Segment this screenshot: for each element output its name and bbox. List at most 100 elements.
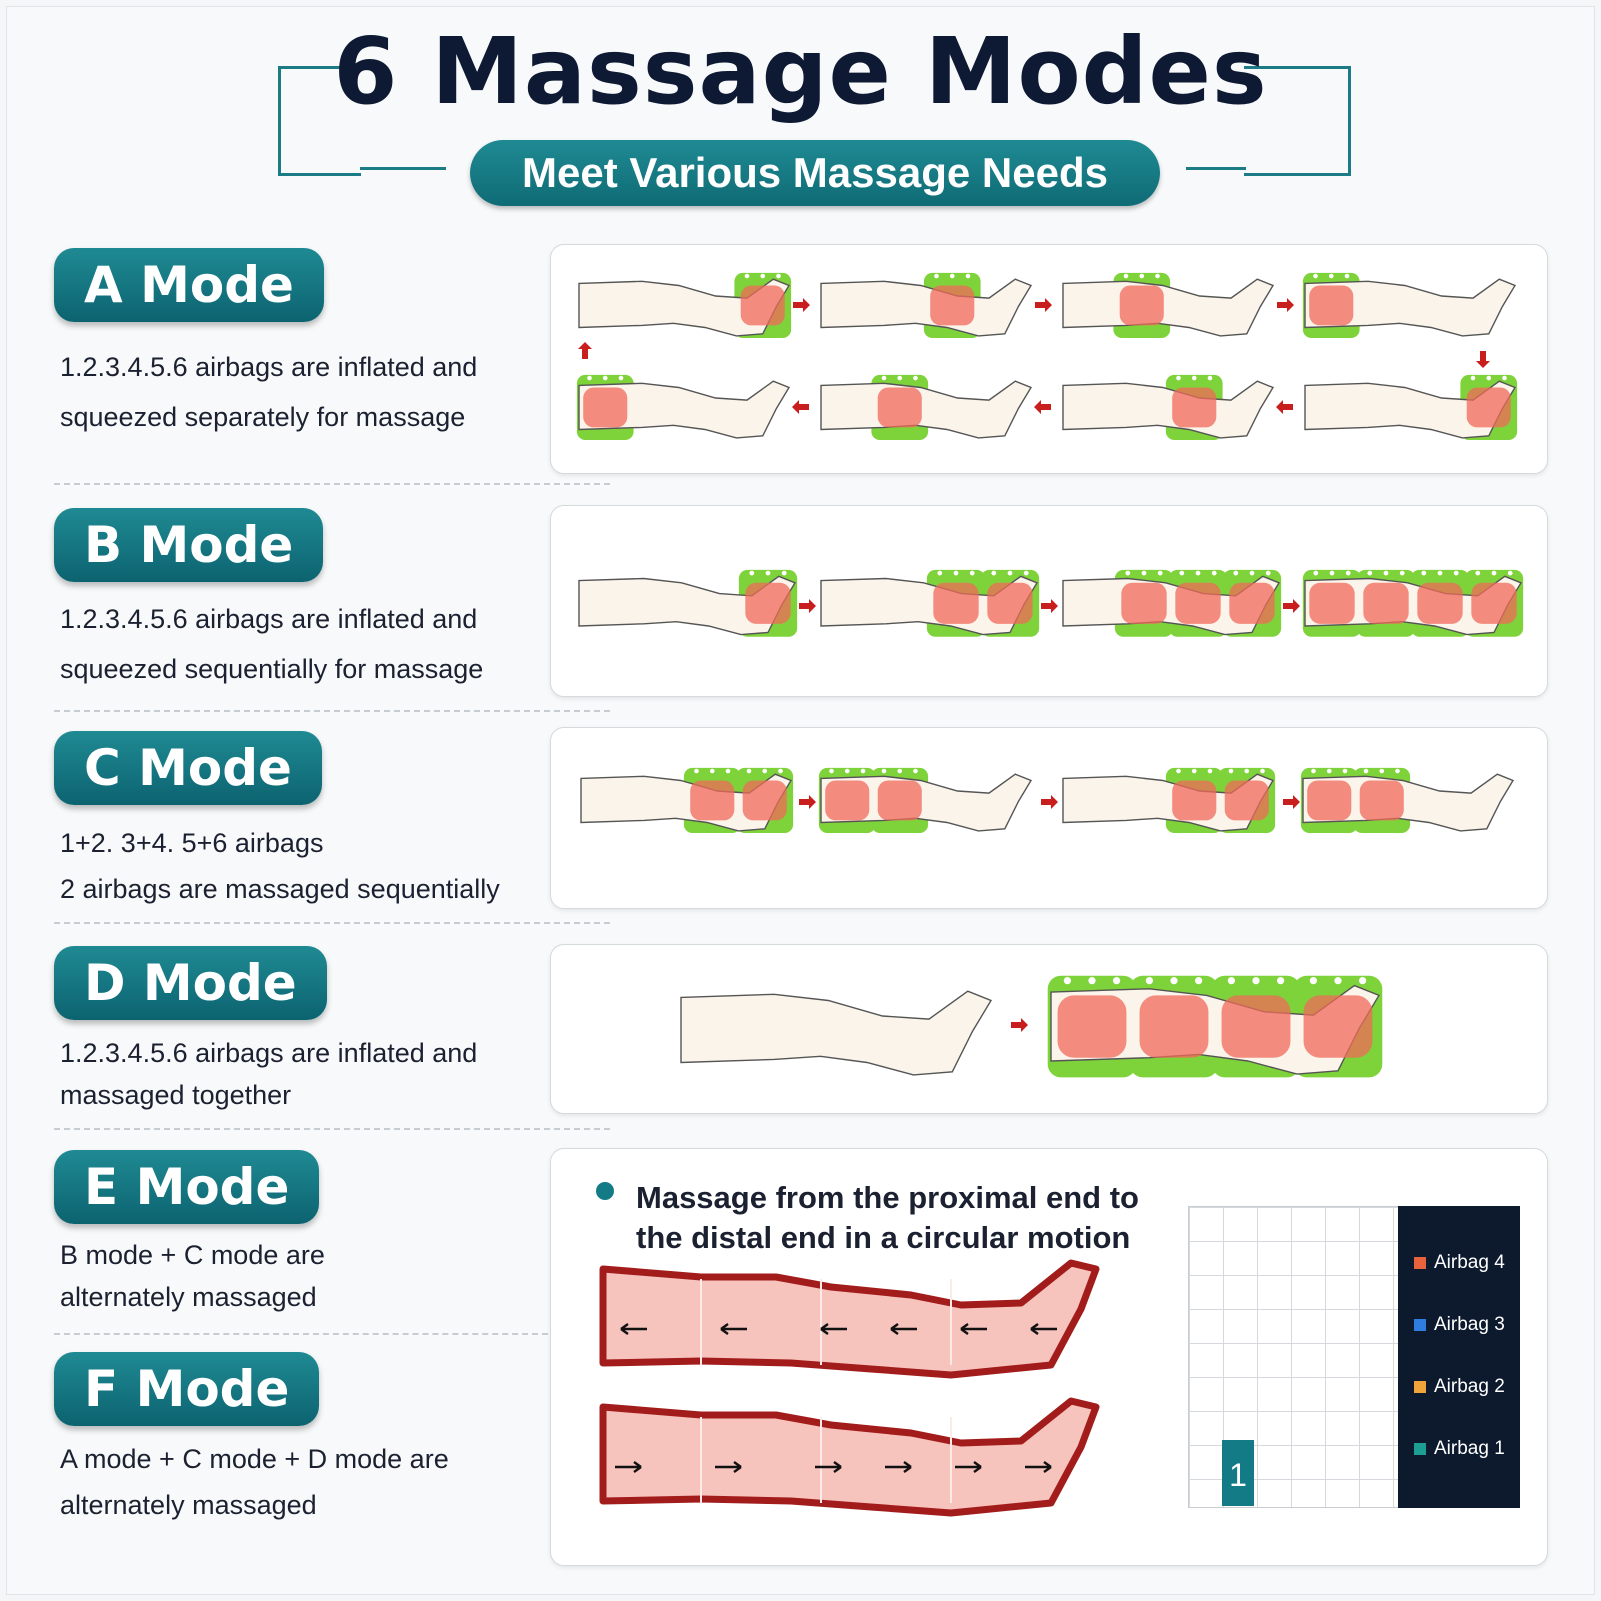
pressure-zone [1359,780,1404,821]
airbag-dot [1311,768,1316,774]
airbag-dot [1491,570,1497,576]
pressure-zone [1172,387,1217,428]
airbag-dot [778,768,783,774]
airbag-dot [1155,273,1160,279]
pressure-zone [1309,582,1355,624]
pressure-zone [690,780,735,821]
leg-a-top-0 [578,272,792,338]
sequence-arrow-icon [1283,795,1300,809]
pressure-zone [1309,285,1354,326]
airbag-dot [1252,977,1260,985]
mode-c-description: 1+2. 3+4. 5+6 airbags 2 airbags are mass… [60,820,500,912]
mode-a-description: 1.2.3.4.5.6 airbags are inflated and squ… [60,344,477,440]
legend-item-airbag-2: Airbag 2 [1414,1376,1505,1398]
pressure-zone [877,780,922,821]
airbag-dot [1207,768,1213,774]
mode-d-desc-line-2: massaged together [60,1080,292,1110]
flow-arrow-icon [885,1461,912,1473]
legend-item-airbag-3: Airbag 3 [1414,1314,1505,1336]
bullet-icon [596,1182,614,1200]
airbag-dot [749,570,755,576]
airbag-dot [881,375,887,381]
mode-e-desc-line-2: alternately massaged [60,1282,317,1312]
mode-c-diagram-panel [550,727,1548,909]
legend-swatch [1414,1318,1426,1331]
airbag-dot [1507,570,1513,576]
leg-b-2 [1062,569,1282,637]
airbag-dot [1470,375,1476,381]
sequence-arrow-icon [1283,599,1300,613]
airbag-dot [1211,570,1217,576]
flow-arrow-icon [815,1461,842,1473]
mode-f-description: A mode + C mode + D mode are alternately… [60,1436,449,1528]
pressure-zone [930,285,975,326]
sequence-arrow-icon [1276,400,1293,414]
mode-a-desc-line-2: squeezed separately for massage [60,402,466,432]
mode-b-desc-line-1: 1.2.3.4.5.6 airbags are inflated and [60,604,478,634]
sequence-arrow-icon [792,400,809,414]
legend-label: Airbag 1 [1434,1438,1505,1459]
airbag-dot [1227,977,1236,985]
mode-c-desc-line-2: 2 airbags are massaged sequentially [60,874,500,904]
airbag-dot [913,375,918,381]
airbag-dot [760,273,766,279]
leg-proximal-flow [599,1259,1100,1379]
airbag-dot [1379,768,1385,774]
leg-a-bottom-3 [1304,374,1518,440]
airbag-dot [618,375,624,381]
airbag-dot [1176,375,1181,381]
divider [54,1128,610,1130]
airbag-dot [1249,570,1255,576]
leg-a-bottom-1 [820,374,1033,440]
legend-swatch [1414,1256,1426,1269]
mode-f-desc-line-1: A mode + C mode + D mode are [60,1444,449,1474]
mode-d-desc-line-1: 1.2.3.4.5.6 airbags are inflated and [60,1038,478,1068]
mode-d-diagram-panel [550,944,1548,1114]
leg-b-0 [578,569,798,637]
mode-a-leg-diagram [576,272,1518,440]
airbag-dot [1207,375,1213,381]
mode-b-leg-diagram [578,569,1524,637]
sequence-arrow-icon [1476,351,1490,368]
airbag-dot [1334,977,1342,985]
leg-outline [680,990,993,1076]
flow-arrow-icon [820,1323,847,1335]
airbag-dot [1502,375,1507,381]
mode-e-description: B mode + C mode are alternately massaged [60,1232,325,1320]
airbag-dot [881,768,887,774]
mode-a-desc-line-1: 1.2.3.4.5.6 airbags are inflated and [60,352,478,382]
airbag-timing-bar: 1 [1222,1440,1254,1506]
airbag-dot [1345,570,1351,576]
airbag-dot [991,570,997,576]
airbag-dot [781,570,787,576]
leg-a-bottom-0 [576,374,791,440]
airbag-dot [1344,273,1350,279]
leg-a-bottom-2 [1062,374,1275,440]
header-bracket-left [278,66,361,176]
sequence-arrow-icon [799,599,816,613]
mode-e-label: E Mode [54,1150,320,1224]
leg-a-top-2 [1062,272,1275,338]
airbag-timing-grid [1188,1206,1400,1508]
leg-outline [599,1259,1100,1379]
pressure-zone [877,387,922,428]
header-line-left [360,167,446,170]
airbag-dot [1007,570,1013,576]
airbag-dot [1363,768,1369,774]
airbag-dot [1260,768,1265,774]
airbag-dot [1195,570,1201,576]
mode-b-description: 1.2.3.4.5.6 airbags are inflated and squ… [60,596,483,692]
airbag-dot [1157,570,1163,576]
airbag-dot [1328,273,1334,279]
flow-arrow-icon [615,1461,642,1473]
airbag-dot [1023,570,1029,576]
airbag-dot [1329,570,1335,576]
header-line-right [1186,167,1246,170]
airbag-dot [1123,273,1129,279]
leg-d-relaxed [680,990,993,1076]
airbag-dot [1244,768,1250,774]
mode-e-desc-line-1: B mode + C mode are [60,1240,325,1270]
mode-d-label: D Mode [54,946,327,1020]
airbag-dot [1112,977,1121,985]
mode-c-label: C Mode [54,731,322,805]
